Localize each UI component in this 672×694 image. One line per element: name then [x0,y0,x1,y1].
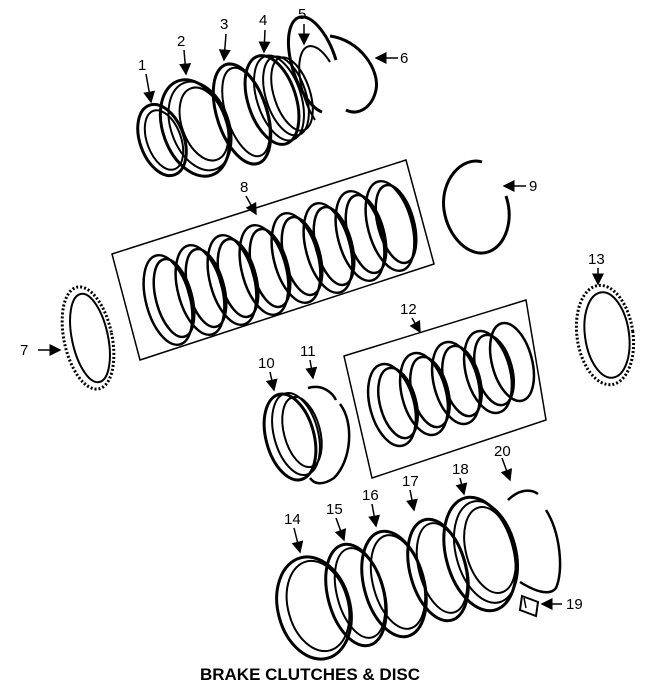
callout-14: 14 [284,511,301,528]
part-16-plate [360,529,428,639]
callout-12: 12 [400,301,417,318]
callout-5: 5 [298,6,306,23]
part-10-piston-seal [262,392,323,482]
part-8-kit-box [111,159,435,361]
callout-2: 2 [177,33,185,50]
part-19-plug [518,594,540,618]
part-13-disc [574,283,636,387]
part-12-kit-box [343,299,547,479]
callout-7: 7 [20,342,28,359]
callout-8: 8 [240,179,248,196]
leader-lines [38,24,604,610]
callout-4: 4 [259,12,267,29]
callout-3: 3 [220,16,228,33]
part-2-piston [158,78,233,178]
callout-9: 9 [529,178,537,195]
callout-20: 20 [494,443,511,460]
part-17-ring [406,517,470,623]
callout-17: 17 [402,473,419,490]
callout-labels: 1 2 3 4 5 6 7 8 9 10 11 12 13 14 15 16 1… [20,6,605,613]
part-15-ring [324,542,388,648]
callout-18: 18 [452,461,469,478]
part-8-clutch-plates [142,179,418,347]
callout-10: 10 [258,355,275,372]
callout-11: 11 [300,343,316,360]
diagram-caption: BRAKE CLUTCHES & DISC [199,665,421,684]
part-20-snap-ring [507,489,562,594]
callout-13: 13 [588,251,605,268]
part-4-spring-assembly [243,54,314,146]
part-7-disc [60,285,116,391]
part-5-snap-ring [286,15,338,121]
part-11-snap-ring [307,385,351,485]
part-3-seal [211,62,273,166]
part-18-piston [442,495,519,613]
callout-19: 19 [566,596,583,613]
part-9-snap-ring [442,159,511,255]
part-14-plate [275,555,353,661]
callout-15: 15 [326,501,343,518]
callout-6: 6 [400,50,408,67]
part-6-snap-ring [329,34,378,114]
callout-1: 1 [138,57,146,74]
part-12-clutch-plates [366,321,536,448]
callout-16: 16 [362,487,379,504]
